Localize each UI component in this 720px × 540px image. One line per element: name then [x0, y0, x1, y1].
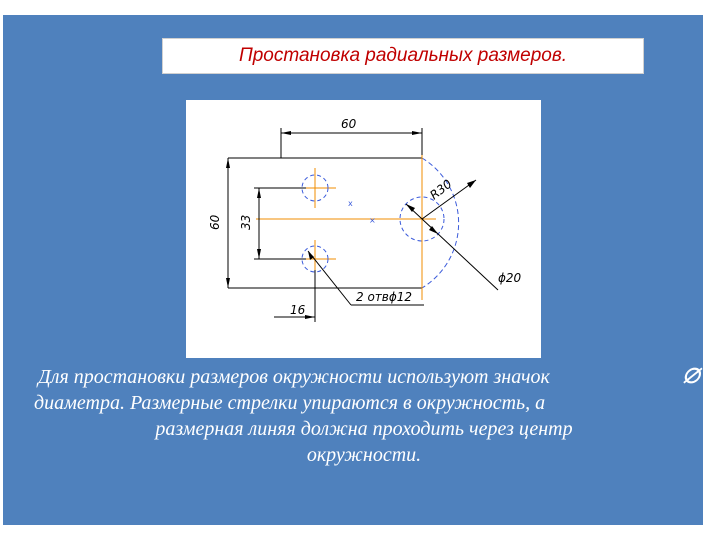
- caption-line-2: диаметра. Размерные стрелки упираются в …: [34, 392, 546, 414]
- diameter-symbol: ⌀: [682, 357, 701, 390]
- technical-drawing: x × 60 60 33 16 R30 ϕ20: [186, 100, 541, 358]
- caption-line-3: размерная линяя должна проходить через ц…: [155, 418, 573, 440]
- drawing-svg: x × 60 60 33 16 R30 ϕ20: [208, 117, 522, 322]
- dim-d20-line: [405, 203, 499, 291]
- dim-holes-label: 2 отвϕ12: [356, 290, 412, 304]
- hole-bottom: [301, 245, 329, 273]
- caption: Для простановки размеров окружности испо…: [34, 364, 694, 468]
- svg-text:×: ×: [369, 216, 376, 225]
- svg-text:x: x: [348, 199, 353, 208]
- dim-33-label: 33: [239, 215, 253, 230]
- dim-holes-leader: [307, 250, 352, 306]
- hole-center-large: [399, 196, 445, 242]
- part-outline-arc: [421, 157, 460, 289]
- caption-line-4: окружности.: [306, 444, 422, 466]
- dim-16-label: 16: [290, 303, 306, 317]
- dim-r30-line: [421, 179, 477, 220]
- dim-60-top-label: 60: [341, 117, 357, 131]
- caption-line-1: Для простановки размеров окружности испо…: [38, 366, 550, 388]
- dim-d20-label: ϕ20: [498, 271, 522, 285]
- slide-title: Простановка радиальных размеров.: [238, 45, 568, 66]
- dim-60-left-label: 60: [208, 214, 222, 230]
- hole-top: [301, 174, 329, 202]
- title-box: Простановка радиальных размеров.: [162, 38, 644, 74]
